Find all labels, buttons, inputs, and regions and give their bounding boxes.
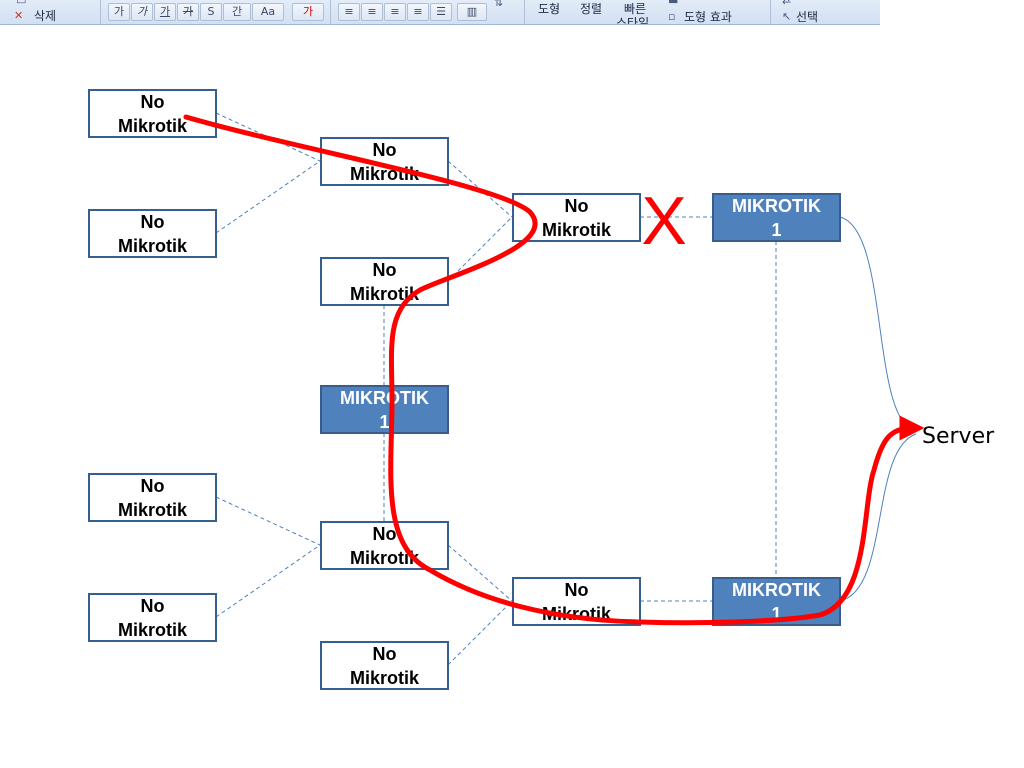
node-label: No Mikrotik	[117, 475, 187, 520]
strikethrough-button[interactable]: 가	[177, 3, 199, 21]
align-center-button[interactable]: ≡	[361, 3, 383, 21]
delete-button[interactable]: 삭제	[34, 9, 57, 23]
node-no-mikrotik[interactable]: No Mikrotik	[88, 89, 217, 138]
node-label: No Mikrotik	[117, 211, 187, 256]
connector-line	[447, 544, 513, 602]
connector-line	[215, 544, 321, 618]
shape-effects-button[interactable]: 도형 효과	[684, 10, 732, 24]
connector-line	[447, 160, 513, 218]
node-label: No Mikrotik	[541, 195, 611, 240]
node-label: MIKROTIK 1	[732, 195, 821, 240]
node-no-mikrotik[interactable]: No Mikrotik	[320, 257, 449, 306]
connector-line	[215, 496, 321, 546]
ribbon-divider	[770, 0, 771, 24]
bold-button[interactable]: 가	[108, 3, 130, 21]
connector-line	[215, 160, 321, 234]
server-curve-bottom	[839, 433, 917, 602]
server-curve-top	[839, 216, 917, 433]
connector-line	[215, 112, 321, 162]
node-no-mikrotik[interactable]: No Mikrotik	[320, 521, 449, 570]
select-button[interactable]: 선택	[796, 10, 819, 24]
font-color-button[interactable]: 가	[292, 3, 324, 21]
align-left-button[interactable]: ≡	[338, 3, 360, 21]
connector-line	[447, 216, 513, 282]
justify-button[interactable]: ≡	[407, 3, 429, 21]
shape-fill-icon[interactable]: ▬	[668, 0, 679, 7]
ribbon-divider	[524, 0, 525, 24]
select-cursor-icon[interactable]: ↖	[782, 10, 792, 23]
replace-icon[interactable]: ⇄	[782, 0, 792, 7]
node-no-mikrotik[interactable]: No Mikrotik	[88, 473, 217, 522]
align-right-button[interactable]: ≡	[384, 3, 406, 21]
quick-styles-button-line2: 스타일	[616, 16, 650, 25]
node-mikrotik[interactable]: MIKROTIK 1	[712, 577, 841, 626]
node-label: No Mikrotik	[541, 579, 611, 624]
shape-button[interactable]: 도형	[538, 2, 561, 16]
node-label: No Mikrotik	[117, 595, 187, 640]
ribbon-toolbar: ▭ ✕ 삭제 가 가 가 가 S 간 Aa 가 ≡ ≡ ≡ ≡ ☰ ▥ ⇅ 도형…	[0, 0, 880, 25]
char-spacing-button[interactable]: 간	[223, 3, 251, 21]
italic-button[interactable]: 가	[131, 3, 153, 21]
shadow-button[interactable]: S	[200, 3, 222, 21]
node-label: No Mikrotik	[349, 259, 419, 304]
node-mikrotik[interactable]: MIKROTIK 1	[320, 385, 449, 434]
arrange-button[interactable]: 정렬	[580, 2, 603, 16]
node-no-mikrotik[interactable]: No Mikrotik	[88, 593, 217, 642]
text-direction-icon[interactable]: ⇅	[494, 0, 504, 9]
columns-button[interactable]: ▥	[457, 3, 487, 21]
ribbon-divider	[100, 0, 101, 24]
node-label: No Mikrotik	[117, 91, 187, 136]
node-label: No Mikrotik	[349, 643, 419, 688]
ribbon-divider	[330, 0, 331, 24]
new-item-icon[interactable]: ▭	[16, 0, 27, 7]
quick-styles-button[interactable]: 빠른	[624, 2, 647, 16]
change-case-button[interactable]: Aa	[252, 3, 284, 21]
connector-line	[447, 600, 513, 666]
node-label: No Mikrotik	[349, 139, 419, 184]
shape-effects-icon[interactable]: ▫	[668, 10, 676, 23]
node-no-mikrotik[interactable]: No Mikrotik	[320, 641, 449, 690]
node-label: MIKROTIK 1	[340, 387, 429, 432]
node-no-mikrotik[interactable]: No Mikrotik	[320, 137, 449, 186]
node-label: No Mikrotik	[349, 523, 419, 568]
distribute-button[interactable]: ☰	[430, 3, 452, 21]
node-no-mikrotik[interactable]: No Mikrotik	[512, 193, 641, 242]
node-label: MIKROTIK 1	[732, 579, 821, 624]
server-label: Server	[922, 424, 995, 449]
node-no-mikrotik[interactable]: No Mikrotik	[88, 209, 217, 258]
delete-icon[interactable]: ✕	[14, 9, 24, 22]
node-mikrotik[interactable]: MIKROTIK 1	[712, 193, 841, 242]
underline-button[interactable]: 가	[154, 3, 176, 21]
node-no-mikrotik[interactable]: No Mikrotik	[512, 577, 641, 626]
